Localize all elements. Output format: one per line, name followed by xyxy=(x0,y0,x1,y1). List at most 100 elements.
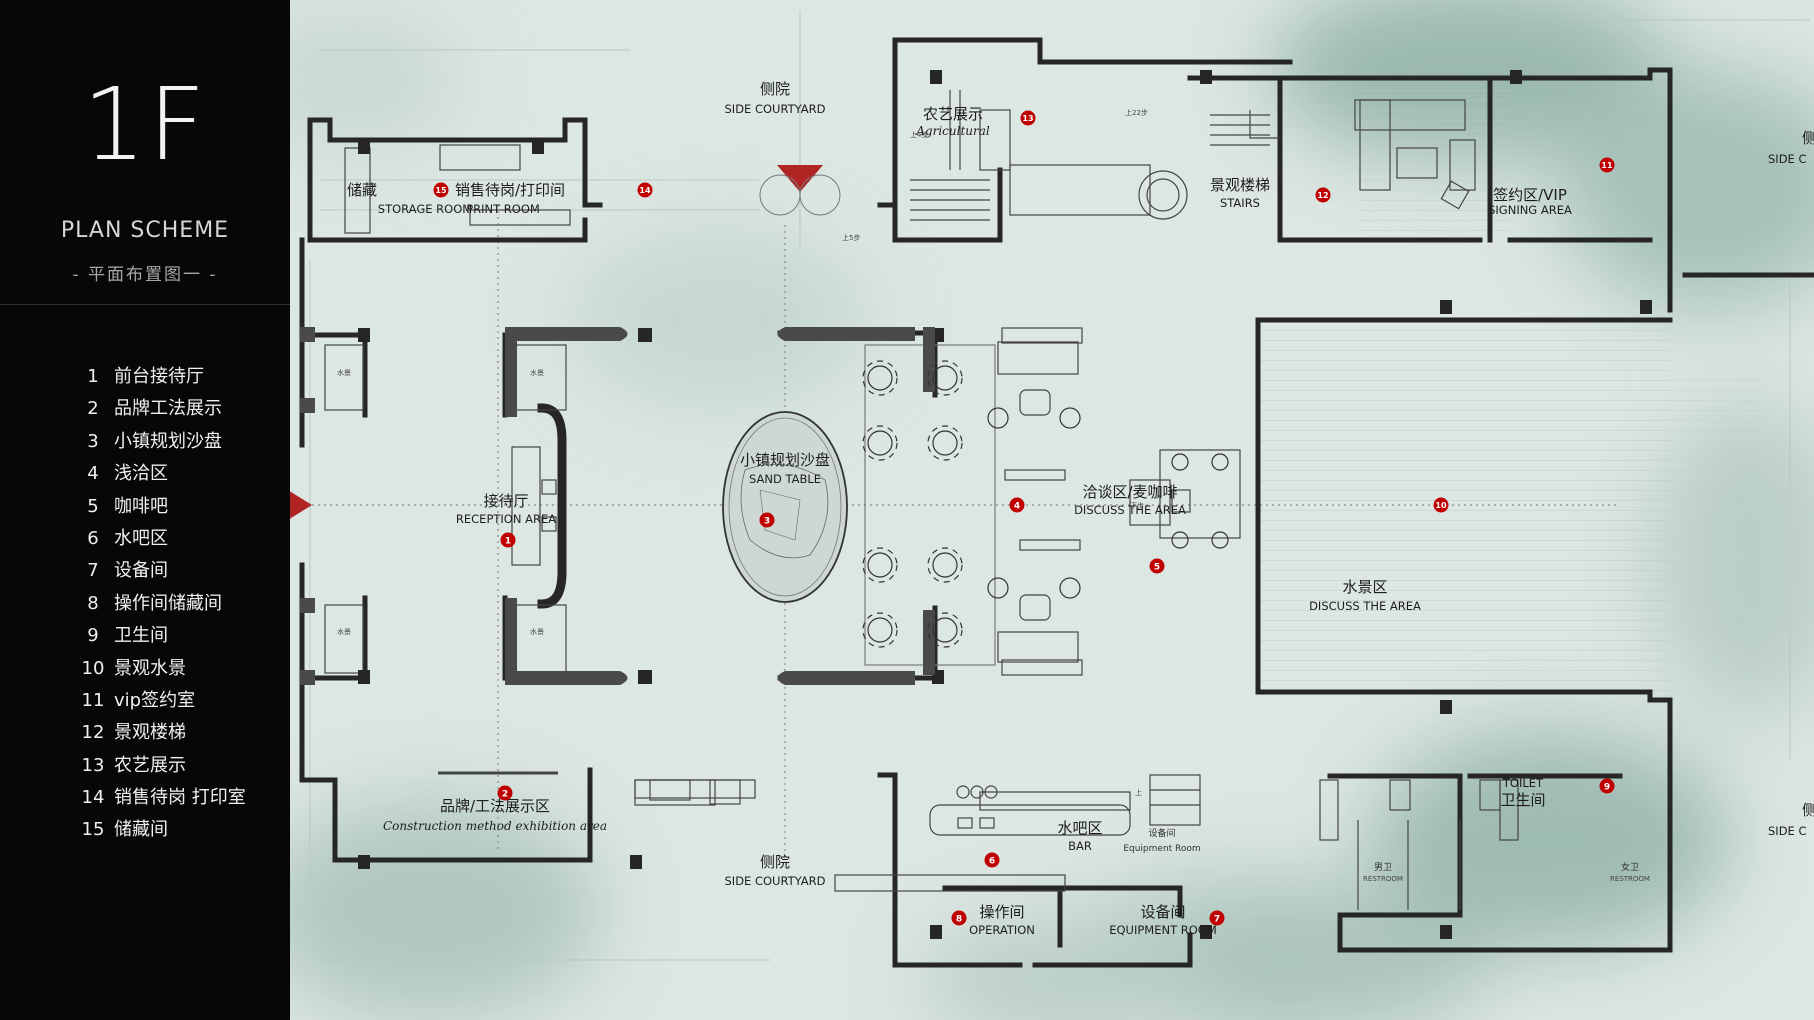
water-feature-label: 水景 xyxy=(337,368,351,377)
label-side-right-bottom-en: SIDE C xyxy=(1768,824,1807,838)
marker-15-number: 15 xyxy=(435,186,447,195)
marker-6-number: 6 xyxy=(989,857,995,867)
legend-label: 设备间 xyxy=(114,560,168,582)
stair-up-label: 上 xyxy=(1135,788,1142,797)
label-equipment-cn: 设备间 xyxy=(1140,903,1185,921)
marker-12: 12 xyxy=(1315,187,1331,203)
legend-label: 水吧区 xyxy=(114,527,168,549)
water-feature-label: 水景 xyxy=(530,627,544,636)
legend-label: 储藏间 xyxy=(114,819,168,841)
label-side-right-bottom-cn: 侧 xyxy=(1802,801,1814,819)
marker-14: 14 xyxy=(637,182,653,198)
legend-label: 品牌工法展示 xyxy=(114,398,222,420)
label-reception-cn: 接待厅 xyxy=(483,492,528,510)
marker-15: 15 xyxy=(433,182,449,198)
legend-number: 12 xyxy=(81,722,105,744)
label-equipment-en: EQUIPMENT ROOM xyxy=(1109,923,1217,937)
stair-up-5-label: 上5步 xyxy=(842,233,860,242)
label-discuss-en: DISCUSS THE AREA xyxy=(1074,503,1186,517)
legend-item: 11 vip签约室 xyxy=(78,686,246,718)
label-toilet-en: TOILET xyxy=(1502,776,1544,790)
marker-12-number: 12 xyxy=(1317,191,1328,200)
marker-8-number: 8 xyxy=(956,915,962,925)
marker-2-number: 2 xyxy=(502,790,508,800)
entry-arrow-left-icon xyxy=(290,491,312,519)
label-signing-en: SIGNING AREA xyxy=(1488,203,1572,217)
label-side-right-top-en: SIDE C xyxy=(1768,152,1807,166)
label-side-courtyard-bottom-en: SIDE COURTYARD xyxy=(725,874,826,888)
stair-down-label: 下步 xyxy=(1130,502,1144,510)
legend-number: 15 xyxy=(81,819,105,841)
label-toilet-cn: 卫生间 xyxy=(1500,791,1545,809)
legend-label: 景观水景 xyxy=(114,657,186,679)
label-water-area-cn: 水景区 xyxy=(1342,578,1387,596)
legend-label: vip签约室 xyxy=(114,689,196,711)
label-discuss-cn: 洽谈区/麦咖啡 xyxy=(1082,483,1177,501)
label-sand-table-en: SAND TABLE xyxy=(749,472,821,486)
legend-item: 7 设备间 xyxy=(78,556,246,588)
marker-11-number: 11 xyxy=(1601,161,1613,170)
label-stairs-en: STAIRS xyxy=(1220,196,1260,210)
marker-10: 10 xyxy=(1433,497,1449,513)
floor-plan: 侧院 SIDE COURTYARD 储藏 STORAGE ROOM 销售待岗/打… xyxy=(290,0,1814,1020)
label-women-en: RESTROOM xyxy=(1610,875,1650,883)
legend-label: 前台接待厅 xyxy=(114,366,204,387)
marker-9: 9 xyxy=(1599,778,1615,794)
legend-number: 4 xyxy=(87,463,99,485)
label-sand-table-cn: 小镇规划沙盘 xyxy=(740,451,830,469)
marker-3-number: 3 xyxy=(764,517,770,527)
plan-subtitle: - 平面布置图一 - xyxy=(72,265,218,285)
legend-label: 咖啡吧 xyxy=(114,495,168,517)
legend-number: 6 xyxy=(87,527,99,549)
marker-6: 6 xyxy=(984,852,1000,868)
legend-item: 15 储藏间 xyxy=(78,815,246,847)
label-side-courtyard-bottom-cn: 侧院 xyxy=(760,853,790,871)
label-agricultural-en: Agricultural xyxy=(915,124,990,138)
water-feature-label: 水景 xyxy=(337,627,351,636)
water-deck xyxy=(1260,90,1760,692)
label-exhibition-cn: 品牌/工法展示区 xyxy=(440,797,550,815)
small-labels: 水景 水景 水景 水景 上22步 上4步 上5步 下步 上 xyxy=(337,108,1148,797)
label-storage-en: STORAGE ROOM xyxy=(378,202,472,216)
floor-title: 1F xyxy=(82,66,208,183)
label-print-cn: 销售待岗/打印间 xyxy=(455,181,565,199)
label-storage-cn: 储藏 xyxy=(347,181,377,199)
axis-lines xyxy=(300,205,1620,860)
legend-number: 1 xyxy=(87,366,99,387)
marker-10-number: 10 xyxy=(1435,501,1447,510)
marker-5: 5 xyxy=(1149,558,1165,574)
legend-number: 14 xyxy=(81,787,105,809)
marker-1-number: 1 xyxy=(505,537,511,547)
legend-label: 卫生间 xyxy=(114,625,168,647)
marker-7: 7 xyxy=(1209,910,1225,926)
legend-number: 13 xyxy=(81,754,105,776)
label-men-cn: 男卫 xyxy=(1374,862,1392,873)
legend-item: 10 景观水景 xyxy=(78,654,246,686)
markers: 1 2 3 4 5 6 7 8 9 10 11 12 13 14 15 xyxy=(433,110,1615,926)
legend-number: 3 xyxy=(87,430,99,452)
legend-number: 11 xyxy=(81,689,105,711)
label-bar-cn: 水吧区 xyxy=(1057,819,1102,837)
label-operation-en: OPERATION xyxy=(969,923,1035,937)
label-side-right-top-cn: 侧 xyxy=(1802,129,1814,147)
label-equipment-small-cn: 设备间 xyxy=(1148,827,1175,839)
legend-number: 10 xyxy=(81,657,105,679)
label-reception-en: RECEPTION AREA xyxy=(456,512,556,526)
entry-arrow-top-icon xyxy=(777,165,823,192)
marker-11: 11 xyxy=(1599,157,1615,173)
legend-number: 7 xyxy=(87,560,99,582)
label-equipment-small-en: Equipment Room xyxy=(1123,844,1200,854)
marker-13-number: 13 xyxy=(1022,114,1033,123)
legend-number: 8 xyxy=(87,592,99,614)
marker-4: 4 xyxy=(1009,497,1025,513)
legend-label: 销售待岗 打印室 xyxy=(114,787,246,809)
label-exhibition-en: Construction method exhibition area xyxy=(383,819,607,833)
label-bar-en: BAR xyxy=(1068,839,1092,853)
legend-label: 农艺展示 xyxy=(114,754,186,776)
room-labels: 侧院 SIDE COURTYARD 储藏 STORAGE ROOM 销售待岗/打… xyxy=(347,80,1814,937)
